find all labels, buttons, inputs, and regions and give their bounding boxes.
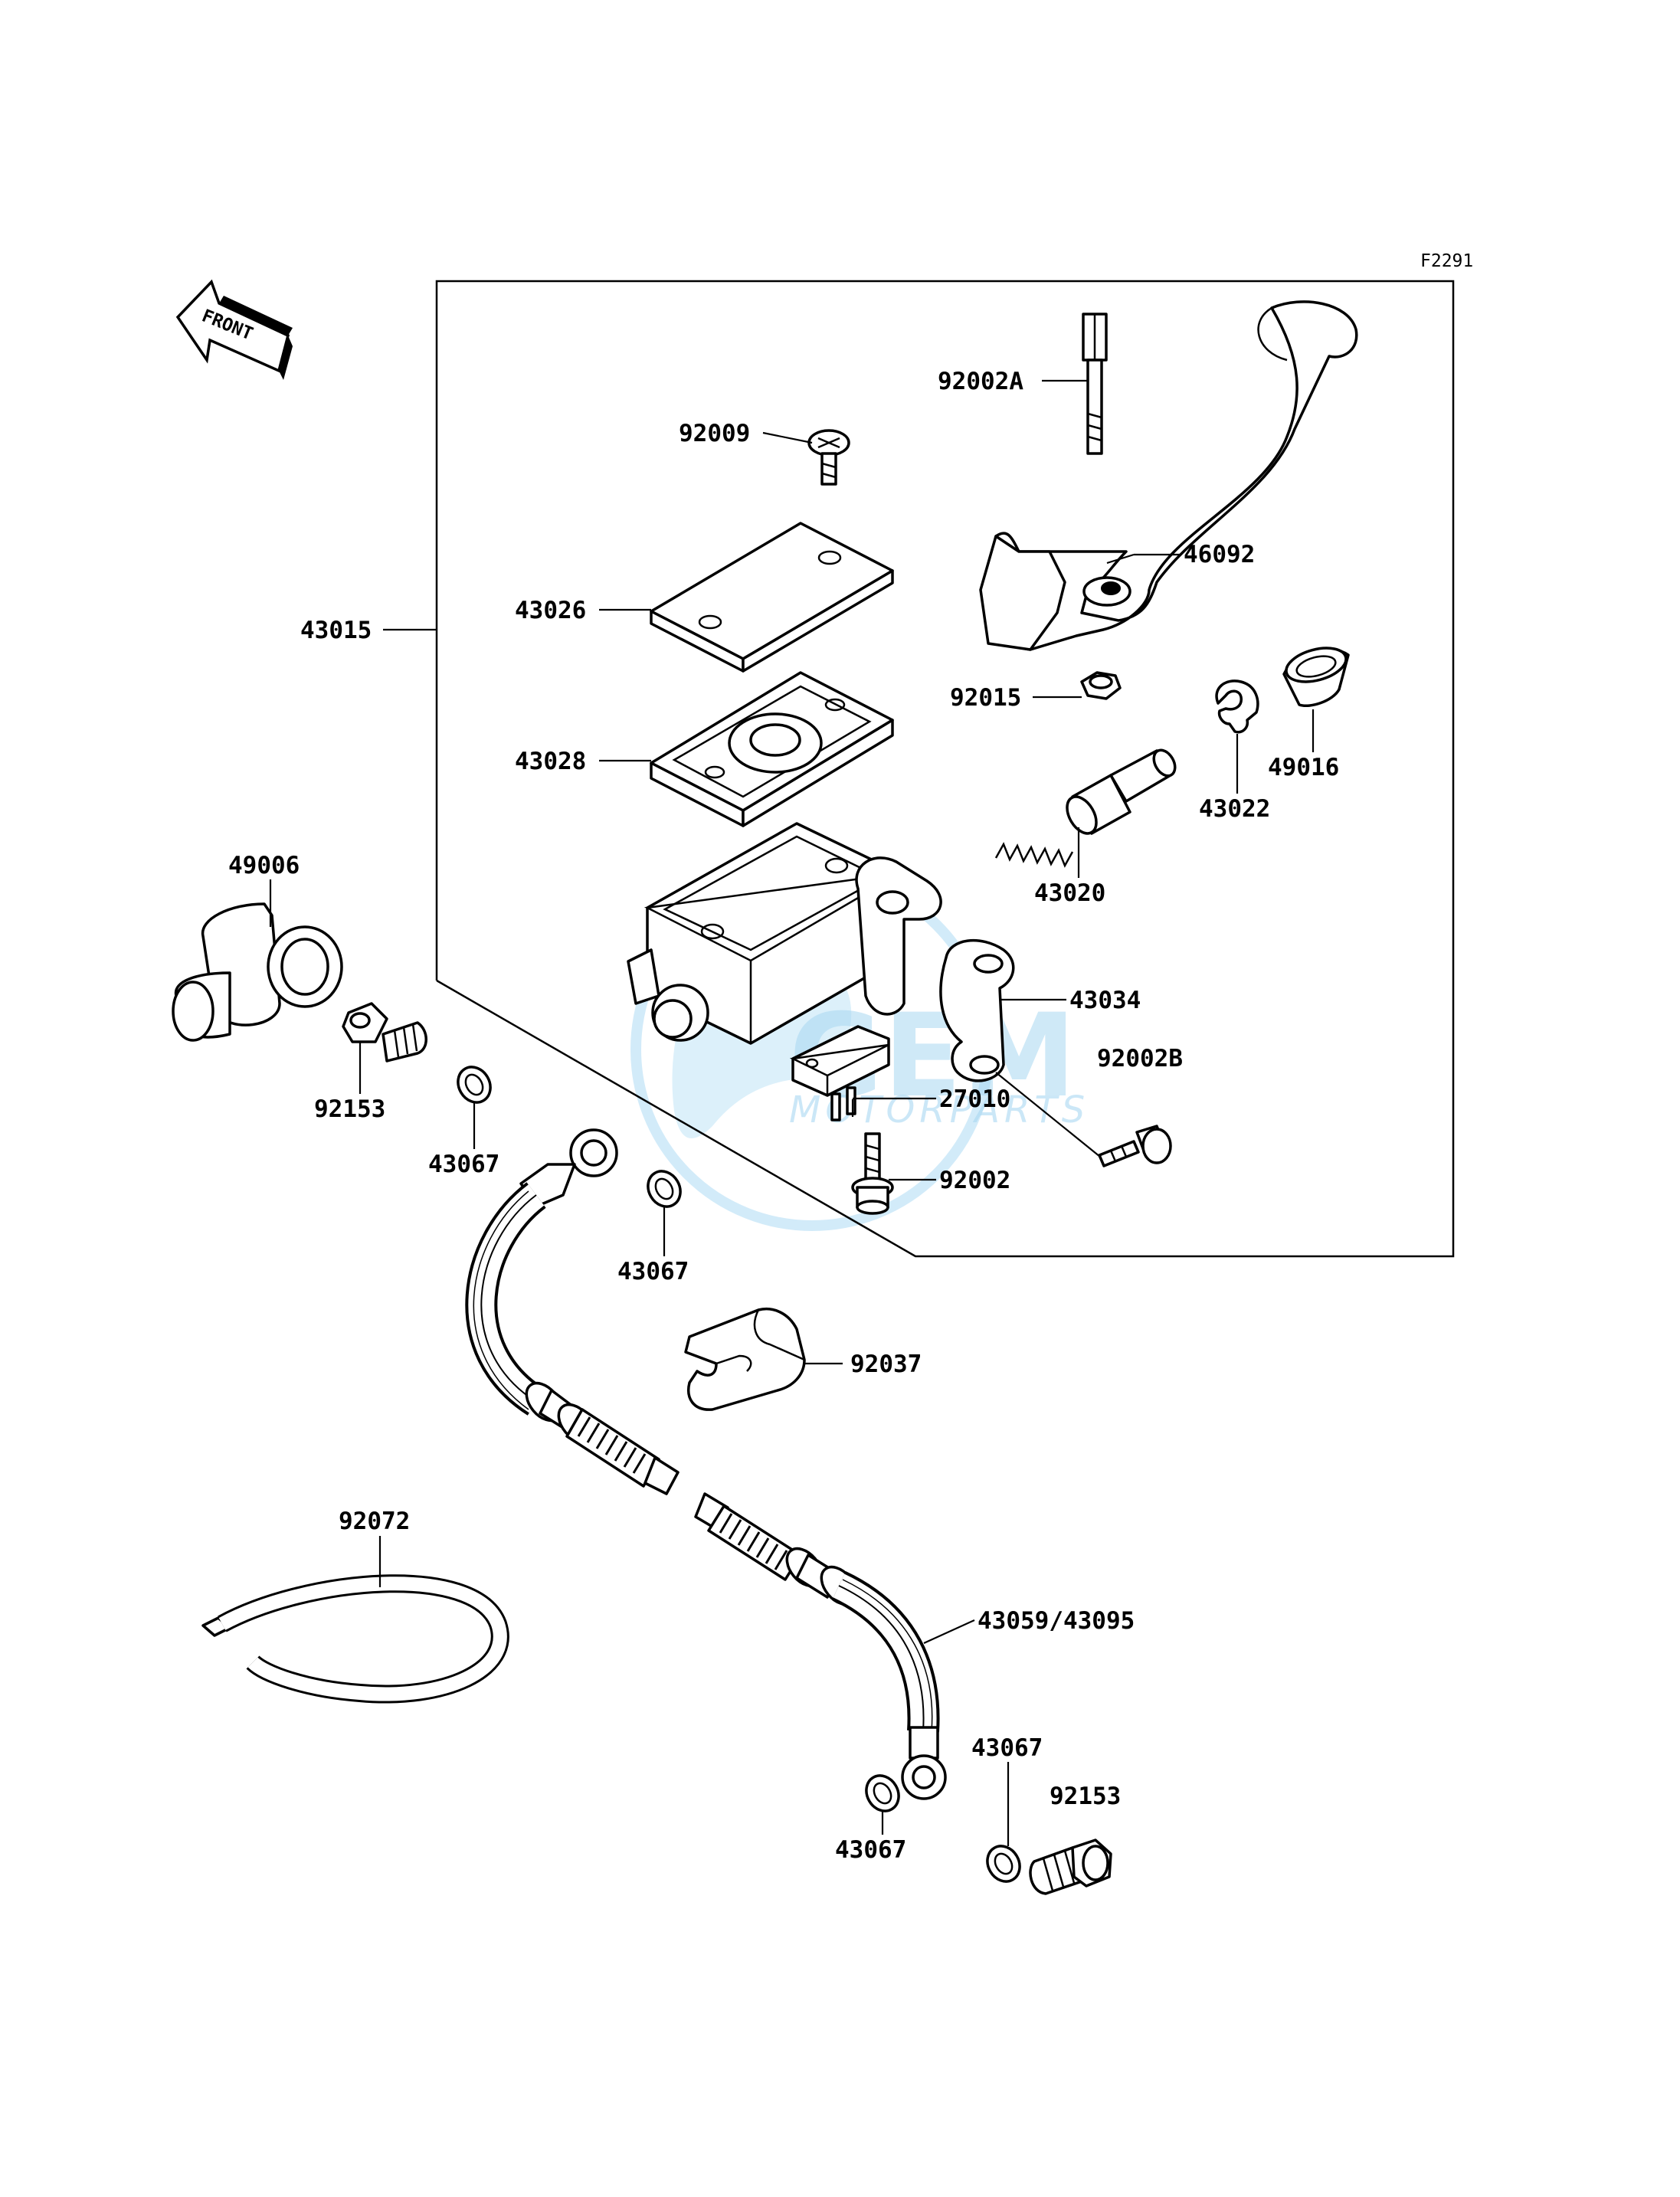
label-92072: 92072 (339, 1508, 410, 1535)
label-43067-b: 43067 (617, 1258, 689, 1285)
piston-43020 (994, 748, 1177, 868)
assembly-outline (435, 280, 1455, 1258)
label-92002B: 92002B (1097, 1045, 1183, 1072)
reservoir-cap-43026 (650, 522, 894, 673)
nut-92015 (1080, 671, 1122, 700)
label-92015: 92015 (950, 684, 1021, 712)
washer-43067-b (647, 1170, 682, 1208)
boot-49016 (1282, 647, 1350, 707)
label-27010: 27010 (939, 1085, 1010, 1113)
label-92002: 92002 (939, 1167, 1010, 1194)
label-43059-43095: 43059/43095 (978, 1607, 1135, 1635)
brake-hose-43059 (465, 1128, 947, 1800)
label-92002A: 92002A (938, 368, 1023, 395)
diaphragm-43028 (650, 671, 894, 827)
hose-clamp-92037 (684, 1308, 806, 1411)
boot-49006 (172, 902, 343, 1042)
switch-27010 (789, 1025, 890, 1121)
label-43028: 43028 (515, 748, 586, 775)
label-43020: 43020 (1034, 879, 1105, 907)
circlip-43022 (1215, 679, 1259, 734)
leader-lines (269, 379, 1315, 1846)
label-92153-bottom: 92153 (1050, 1783, 1121, 1810)
adjuster-screw-92002A (1082, 313, 1108, 455)
label-49006: 49006 (228, 852, 300, 879)
label-43034: 43034 (1069, 987, 1141, 1014)
screw-92009 (807, 429, 850, 486)
washer-43067-d (986, 1845, 1021, 1883)
bolt-92002 (851, 1132, 894, 1215)
label-92037: 92037 (850, 1351, 922, 1378)
label-43015: 43015 (300, 617, 372, 644)
cable-tie-92072 (201, 1574, 509, 1704)
front-arrow-icon: FRONT (175, 279, 293, 380)
washer-43067-c (865, 1774, 900, 1812)
label-43026: 43026 (515, 597, 586, 624)
clamp-43034 (939, 939, 1015, 1082)
label-46092: 46092 (1184, 541, 1255, 568)
banjo-bolt-92153-bottom (1029, 1838, 1112, 1895)
label-43067-c: 43067 (971, 1734, 1043, 1762)
bolt-92002B (1098, 1125, 1172, 1167)
label-43067-a: 43067 (428, 1151, 499, 1178)
label-92153-top: 92153 (314, 1095, 385, 1123)
banjo-bolt-92153-top (342, 1002, 427, 1062)
part-labels: 43015 92002A 92009 46092 43026 92015 490… (228, 368, 1339, 1864)
label-43022: 43022 (1199, 795, 1270, 823)
label-92009: 92009 (679, 420, 750, 447)
label-49016: 49016 (1268, 754, 1339, 781)
washer-43067-a (457, 1066, 492, 1104)
label-43067-d: 43067 (835, 1836, 906, 1864)
master-cylinder-body (627, 822, 942, 1045)
brake-lever-46092 (979, 300, 1358, 651)
figure-code: F2291 (1420, 251, 1473, 271)
